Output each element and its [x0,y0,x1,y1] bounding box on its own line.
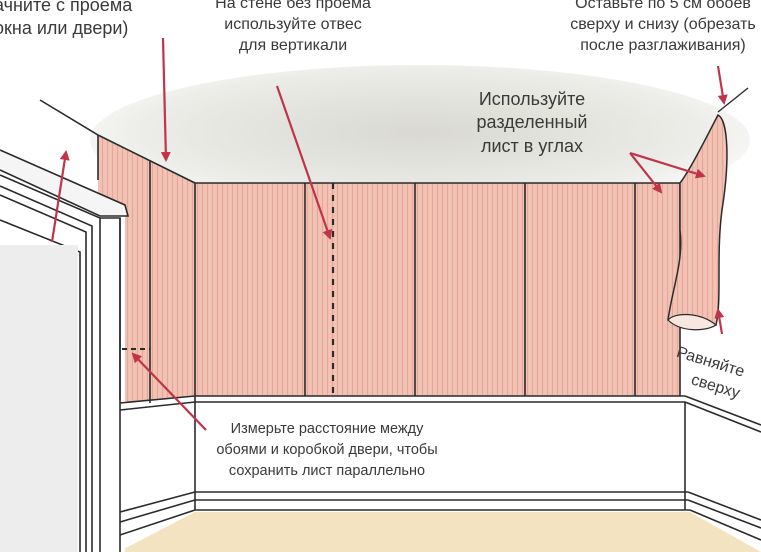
label-line: окна или двери) [0,18,129,39]
label-line: Оставьте по 5 см обоев [575,0,751,12]
ceiling-shadow [90,65,750,215]
label-measure-distance: Измерьте расстояние между обоями и короб… [192,419,462,482]
label-line: используйте отвес [224,15,362,33]
arrow-leave-5cm [716,65,728,105]
label-line: ачните с проема [0,0,133,15]
arrow-left-sheet [160,37,171,162]
label-line: На стене без проема [215,0,371,12]
arrow-split-right [629,151,706,179]
label-line: лист в углах [480,135,584,156]
label-line: сохранить лист параллельно [228,463,426,480]
label-use-split-sheet: Используйте разделенный лист в углах [452,88,612,158]
back-wall-wallpaper [195,183,680,396]
floor [118,512,761,552]
callout-arrows [50,37,728,431]
label-start-from-opening: ачните с проема окна или двери) [0,0,132,41]
label-line: после разглаживания) [580,36,746,54]
arrow-split-left [629,152,663,194]
label-line: для вертикали [238,36,348,54]
door-frame [0,149,130,552]
arrow-align-top [714,308,725,335]
label-line: обоями и коробкой двери, чтобы [216,442,438,459]
wall-edge [717,87,749,113]
left-wall-lower [120,402,195,525]
arrow-measure [131,352,207,431]
room-outline [39,99,761,541]
arrow-start-opening [50,150,70,243]
label-line: Используйте [478,89,586,109]
label-line: сверху и снизу (обрезать [570,15,756,33]
label-line: разделенный [476,112,588,133]
label-leave-5cm: Оставьте по 5 см обоев сверху и снизу (о… [548,0,761,56]
sheet-curl [667,314,718,331]
label-use-plumb: На стене без проема используйте отвес дл… [188,0,398,56]
arrow-plumb [275,85,333,240]
peeling-wallpaper-sheet [667,113,728,329]
label-line: Измерьте расстояние между [230,421,424,437]
